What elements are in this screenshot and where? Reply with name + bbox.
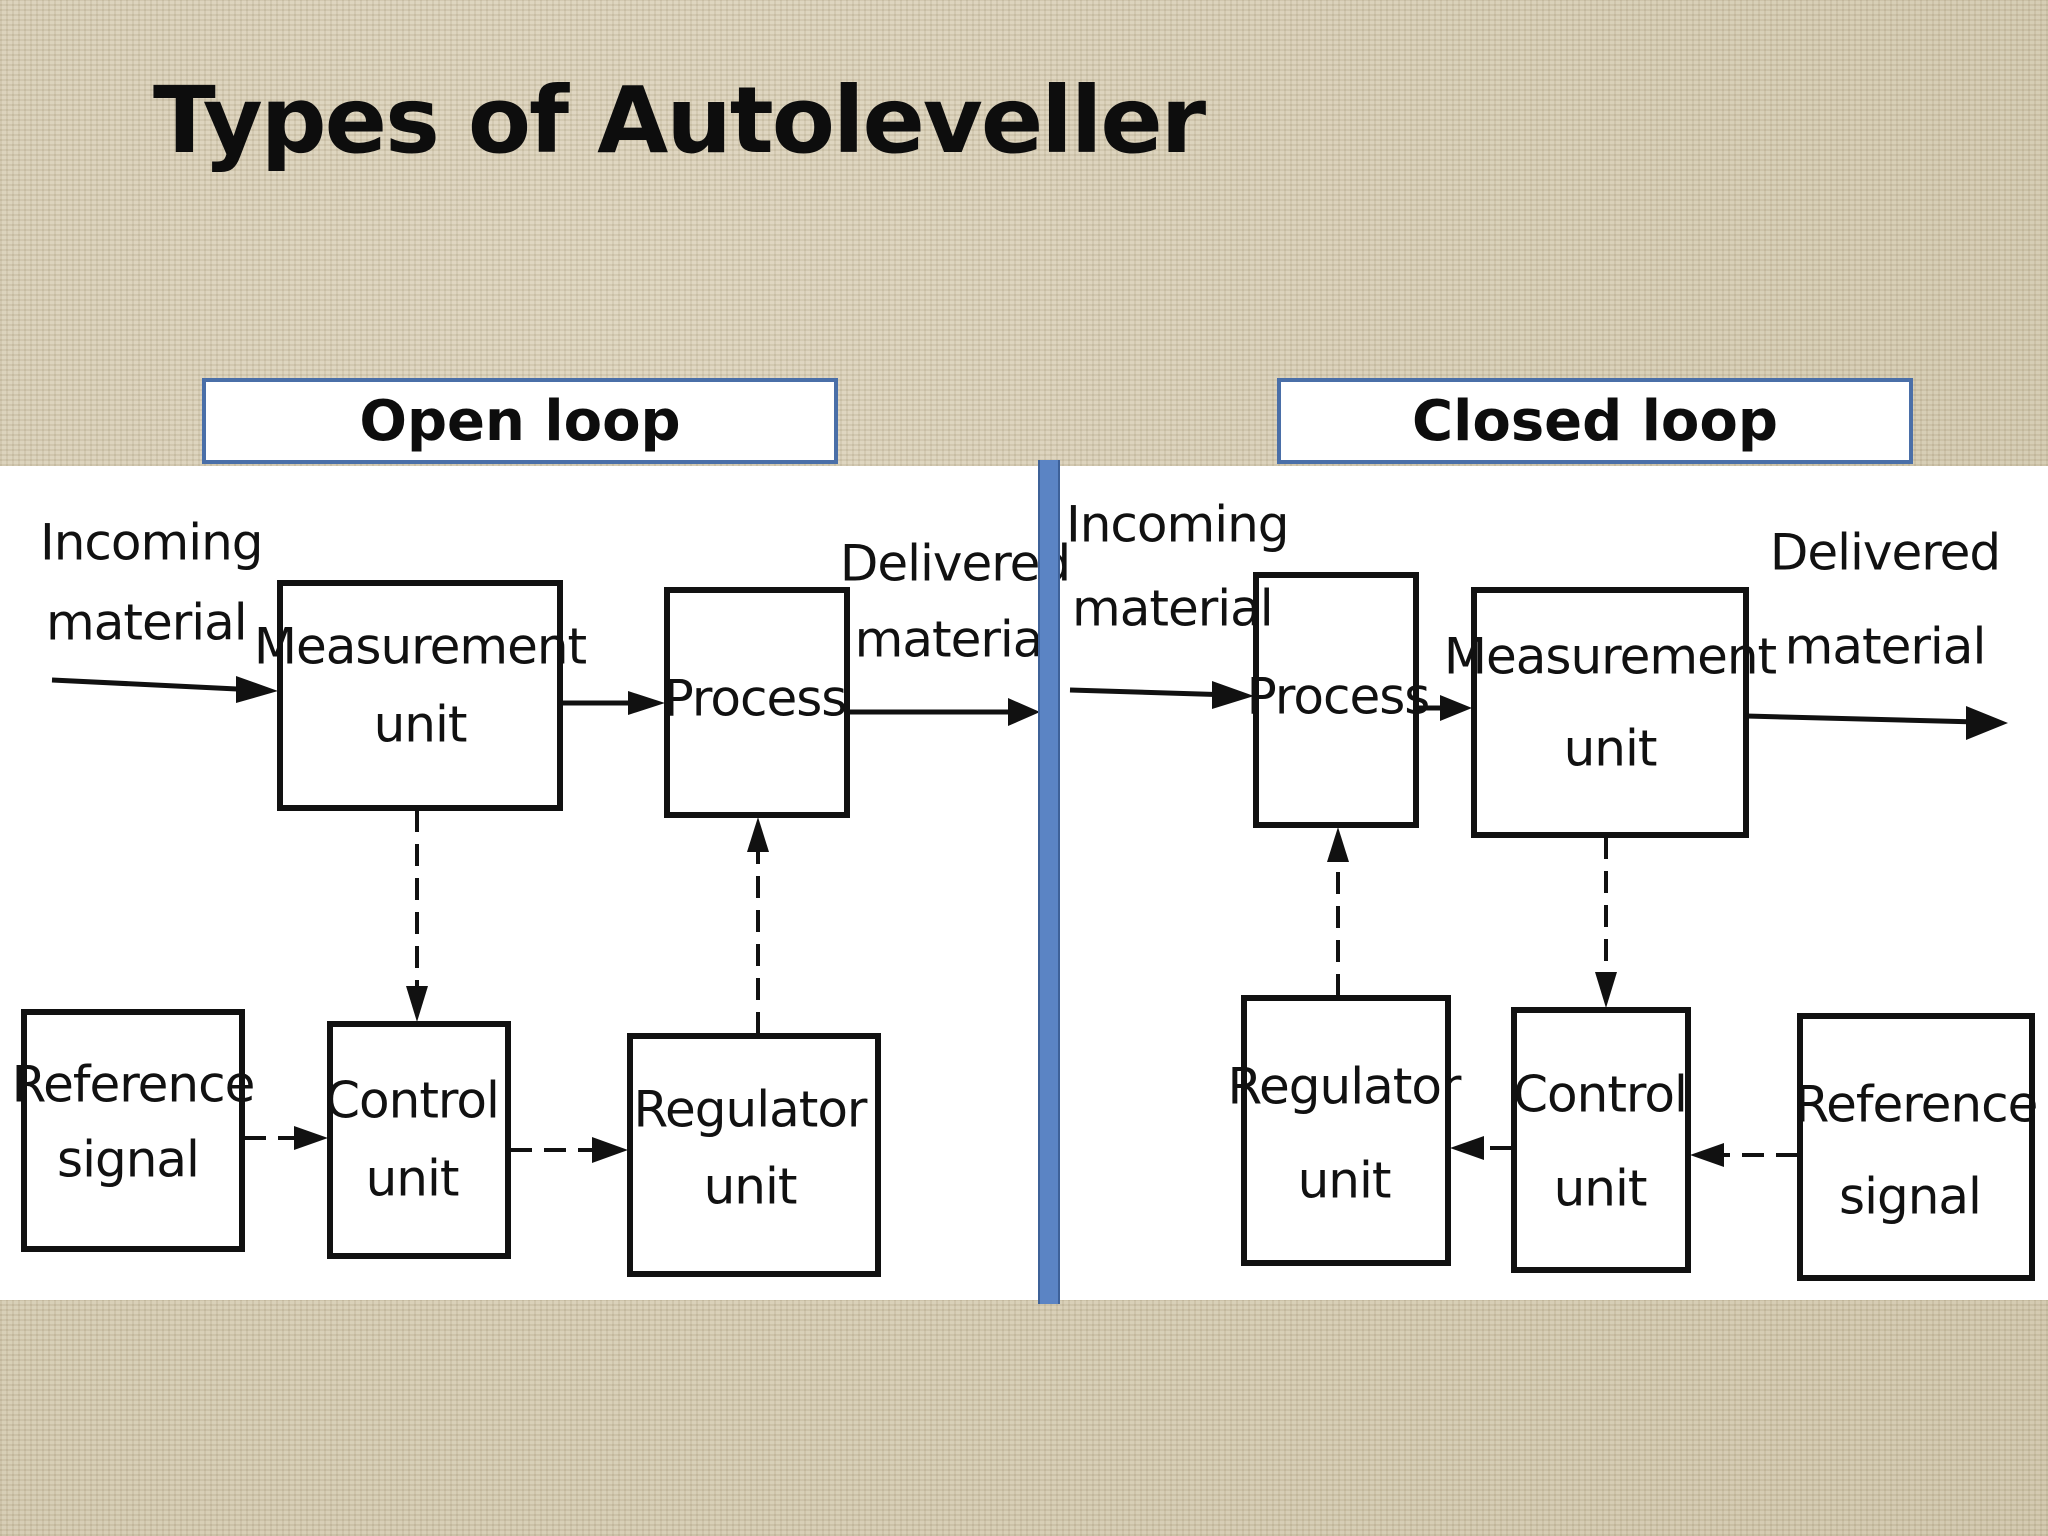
open-loop-diagram: Incoming material Delivered material Mea… [12, 514, 1071, 1277]
open-control-to-regulator-arrowhead [592, 1137, 628, 1163]
closed-process-to-measurement-arrowhead [1440, 695, 1472, 721]
closed-incoming-label: material [1072, 580, 1273, 638]
open-delivered-label: material [855, 611, 1056, 669]
closed-regulator-unit-label: Regulator [1228, 1058, 1462, 1116]
closed-incoming-arrowhead [1212, 681, 1254, 709]
open-reference-signal-label: Reference [12, 1056, 255, 1114]
closed-reference-to-control-arrowhead [1690, 1143, 1724, 1167]
closed-delivered-label: Delivered [1770, 524, 2000, 582]
open-reference-signal-label: signal [57, 1131, 199, 1189]
closed-control-unit-box [1511, 1007, 1691, 1273]
closed-regulator-unit-box [1241, 995, 1451, 1266]
open-control-unit-label: Control [325, 1072, 499, 1130]
closed-measurement-unit-box [1471, 587, 1749, 838]
closed-incoming-label: Incoming [1066, 496, 1289, 554]
closed-measurement-to-control-arrowhead [1595, 972, 1617, 1008]
slide-title: Types of Autoleveller [153, 67, 1206, 174]
open-delivered-label: Delivered [840, 535, 1070, 593]
open-measurement-unit-box [277, 580, 563, 811]
closed-incoming-arrow [1069, 687, 1233, 698]
closed-regulator-to-process-arrowhead [1327, 827, 1349, 862]
open-measurement-unit-label: unit [374, 696, 467, 754]
open-process-label: Process [664, 670, 847, 728]
open-control-unit-box [327, 1021, 511, 1259]
closed-delivered-label: material [1785, 618, 1986, 676]
closed-loop-header: Closed loop [1277, 378, 1913, 464]
open-process-box [664, 587, 850, 818]
closed-reference-signal-box [1797, 1013, 2035, 1281]
closed-control-unit-label: Control [1513, 1066, 1687, 1124]
closed-measurement-unit-label: unit [1564, 720, 1657, 778]
open-regulator-unit-box [627, 1033, 881, 1277]
closed-delivered-arrowhead [1966, 706, 2008, 740]
open-incoming-arrowhead [236, 676, 278, 703]
open-measurement-to-process-arrowhead [628, 691, 665, 715]
closed-measurement-unit-label: Measurement [1444, 628, 1777, 686]
open-control-unit-label: unit [366, 1150, 459, 1208]
open-regulator-unit-label: Regulator [634, 1081, 868, 1139]
open-incoming-arrow [51, 677, 259, 693]
closed-reference-signal-label: Reference [1795, 1076, 2038, 1134]
closed-control-to-regulator-arrowhead [1450, 1136, 1484, 1160]
closed-loop-diagram: Incoming material Delivered material Pro… [1066, 496, 2038, 1281]
closed-process-box [1253, 572, 1419, 828]
open-loop-header: Open loop [202, 378, 838, 464]
vertical-divider [1038, 460, 1060, 1304]
open-measurement-unit-label: Measurement [254, 618, 587, 676]
open-delivered-arrowhead [1008, 698, 1040, 726]
closed-regulator-unit-label: unit [1298, 1152, 1391, 1210]
closed-control-unit-label: unit [1554, 1160, 1647, 1218]
open-measurement-to-control-arrowhead [406, 986, 428, 1022]
closed-reference-signal-label: signal [1839, 1168, 1981, 1226]
open-regulator-unit-label: unit [704, 1158, 797, 1216]
open-incoming-label: material [46, 594, 247, 652]
open-incoming-label: Incoming [40, 514, 263, 572]
closed-delivered-arrow [1745, 713, 1979, 725]
closed-process-label: Process [1247, 668, 1430, 726]
open-regulator-to-process-arrowhead [747, 817, 769, 852]
open-reference-to-control-arrowhead [294, 1126, 328, 1150]
open-reference-signal-box [21, 1009, 245, 1252]
